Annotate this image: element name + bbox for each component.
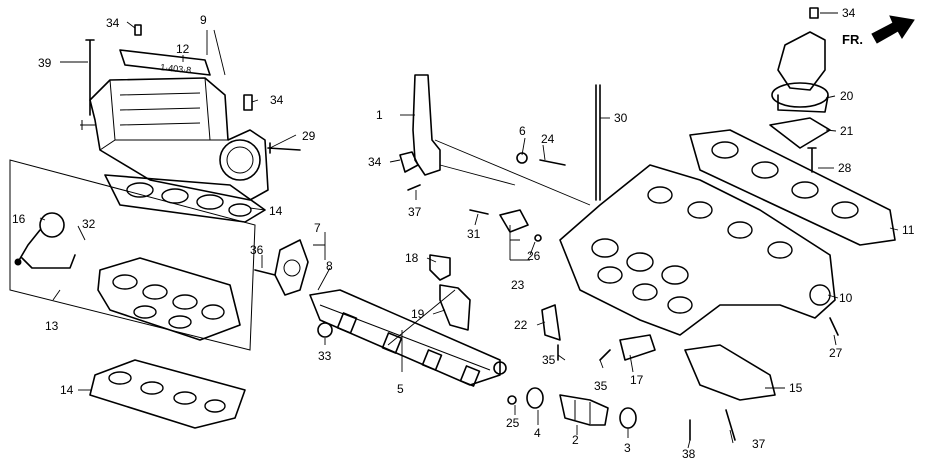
callout-13: 13: [45, 319, 59, 333]
stud-30: [595, 84, 601, 201]
ring-25: [507, 395, 517, 405]
callout-9: 9: [200, 13, 207, 27]
callout-19: 19: [411, 307, 425, 321]
clamp-19: [439, 284, 471, 331]
bracket-15: [684, 344, 776, 401]
callout-23: 23: [511, 278, 525, 292]
nut-33: [317, 322, 333, 338]
callout-34-d: 34: [368, 155, 382, 169]
bracket-17: [619, 334, 656, 361]
front-direction-label: FR.: [842, 32, 863, 47]
callout-29: 29: [302, 129, 316, 143]
callout-35-a: 35: [542, 353, 556, 367]
callout-36: 36: [250, 243, 264, 257]
callout-3: 3: [624, 441, 631, 455]
callout-17: 17: [630, 373, 644, 387]
bolt-39: [85, 39, 95, 116]
callout-37-b: 37: [752, 437, 766, 451]
callout-14-upper: 14: [269, 204, 283, 218]
callout-37-a: 37: [408, 205, 422, 219]
bracket-1: [412, 74, 441, 176]
pressure-regulator-7: [274, 239, 309, 296]
callout-21: 21: [840, 124, 854, 138]
callout-38: 38: [682, 447, 696, 461]
callout-5: 5: [397, 382, 404, 396]
bolt-35-b: [599, 349, 611, 361]
injector-2: [559, 394, 609, 426]
callout-30: 30: [614, 111, 628, 125]
plenum-gasket-lower: [89, 359, 246, 429]
callout-18: 18: [405, 251, 419, 265]
bracket-18: [429, 254, 451, 281]
stud-29: [267, 142, 301, 154]
callout-12: 12: [176, 42, 190, 56]
callout-8: 8: [326, 259, 333, 273]
callout-1: 1: [376, 108, 383, 122]
callout-numbers: 1 2 3 4 5 6 7 8 9 10 11 12 13 14 14 15 1…: [12, 6, 915, 461]
callout-39: 39: [38, 56, 52, 70]
fuel-rail-5: [309, 289, 507, 387]
callout-34-b: 34: [270, 93, 284, 107]
callout-33: 33: [318, 349, 332, 363]
egr-valve-20: [771, 31, 829, 113]
seal-4: [526, 387, 544, 409]
stud-28: [807, 147, 817, 173]
bracket-22: [541, 304, 561, 341]
callout-31: 31: [467, 227, 481, 241]
nut-34-c: [399, 151, 419, 173]
nut-34-b: [243, 94, 253, 111]
callout-24: 24: [541, 132, 555, 146]
air-valve-16: [14, 212, 76, 269]
bolt-37-a: [407, 184, 421, 191]
callout-11: 11: [902, 223, 915, 237]
bolt-37-b: [725, 409, 736, 441]
assembly-group-outline-13: [9, 159, 256, 351]
callout-4: 4: [534, 426, 541, 440]
callout-2: 2: [572, 433, 579, 447]
seal-3: [619, 407, 637, 429]
fitting-23: [499, 209, 529, 233]
bolt-24: [539, 159, 566, 166]
manifold-gasket-11: [689, 129, 896, 246]
intake-manifold-10: [559, 84, 836, 336]
intake-lower-13: [97, 257, 241, 341]
stud-27: [829, 317, 839, 336]
egr-gasket-21: [769, 117, 831, 149]
intake-plenum: 1·403·8: [80, 49, 269, 201]
callout-34-a: 34: [106, 16, 120, 30]
plenum-label-plate: [119, 49, 211, 76]
callout-14-lower: 14: [60, 383, 74, 397]
callout-15: 15: [789, 381, 803, 395]
nut-34-d: [809, 7, 819, 19]
callout-32: 32: [82, 217, 96, 231]
bolt-31: [469, 209, 489, 215]
callout-27: 27: [829, 346, 843, 360]
callout-25: 25: [506, 416, 520, 430]
callout-16: 16: [12, 212, 26, 226]
callout-10: 10: [839, 291, 853, 305]
callout-7: 7: [314, 221, 321, 235]
nut-34-a: [134, 24, 142, 36]
callout-22: 22: [514, 318, 528, 332]
callout-28: 28: [838, 161, 852, 175]
callout-6: 6: [519, 124, 526, 138]
washer-26: [534, 234, 542, 242]
leader-lines: [39, 12, 899, 449]
front-direction-arrow: FR.: [842, 15, 915, 47]
callout-20: 20: [840, 89, 854, 103]
callout-34-c: 34: [842, 6, 856, 20]
callout-35-b: 35: [594, 379, 608, 393]
svg-text:1·403·8: 1·403·8: [160, 62, 192, 75]
bolt-36: [254, 269, 276, 276]
plenum-gasket-upper: [104, 174, 266, 223]
callout-26: 26: [527, 249, 541, 263]
